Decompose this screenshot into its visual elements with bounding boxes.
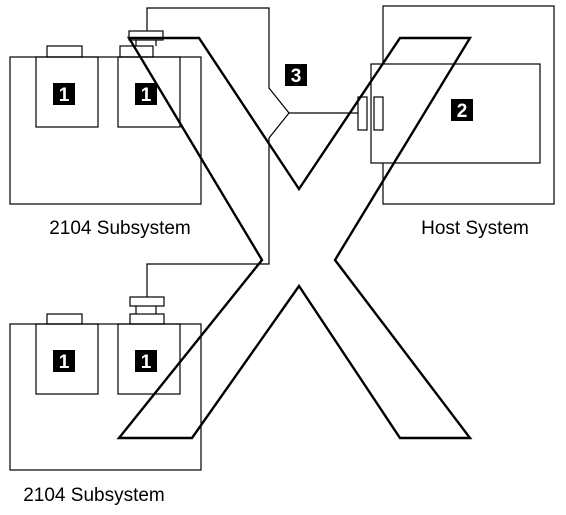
callout-marker <box>451 99 473 121</box>
subsystem-top-enclosure <box>9 56 202 205</box>
callout-1-label: 1 <box>59 352 70 373</box>
callout-1-label: 1 <box>59 85 70 106</box>
subsystem-bottom-bay-2-tab <box>129 313 165 325</box>
callout-2-label: 2 <box>457 101 468 122</box>
callout-marker <box>53 83 75 105</box>
cable-to-bottom-subsystem <box>146 112 290 297</box>
subsystem-bottom-bay-1-tab <box>46 313 83 325</box>
subsystem-top-bay-1 <box>35 56 99 128</box>
callout-1-label: 1 <box>141 85 152 106</box>
subsystem-bottom: 1 1 2104 Subsystem <box>9 296 202 506</box>
cable-to-top-subsystem <box>146 7 290 114</box>
subsystem-top-bay-2 <box>117 56 181 128</box>
host-port-connector <box>373 96 384 131</box>
subsystem-bottom-caption: 2104 Subsystem <box>23 485 165 506</box>
callout-3-label: 3 <box>291 66 302 87</box>
y-cable <box>146 7 358 297</box>
subsystem-top-bay-1-tab <box>46 45 83 58</box>
host-system: 2 Host System <box>357 5 555 239</box>
subsystem-bottom-bay-2 <box>117 323 181 395</box>
callout-marker <box>53 350 75 372</box>
subsystem-bottom-bay-1 <box>35 323 99 395</box>
subsystem-top: 1 1 2104 Subsystem <box>9 30 202 239</box>
subsystem-bottom-connector <box>129 296 165 307</box>
subsystem-bottom-enclosure <box>9 323 202 471</box>
callout-marker <box>135 83 157 105</box>
callout-marker <box>285 64 307 86</box>
subsystem-top-connector <box>128 30 164 41</box>
host-port-connector <box>357 96 368 131</box>
callout-marker <box>135 350 157 372</box>
host-caption: Host System <box>421 218 529 239</box>
not-supported-x-mark <box>116 36 473 440</box>
callout-1-label: 1 <box>141 352 152 373</box>
subsystem-top-caption: 2104 Subsystem <box>49 218 191 239</box>
